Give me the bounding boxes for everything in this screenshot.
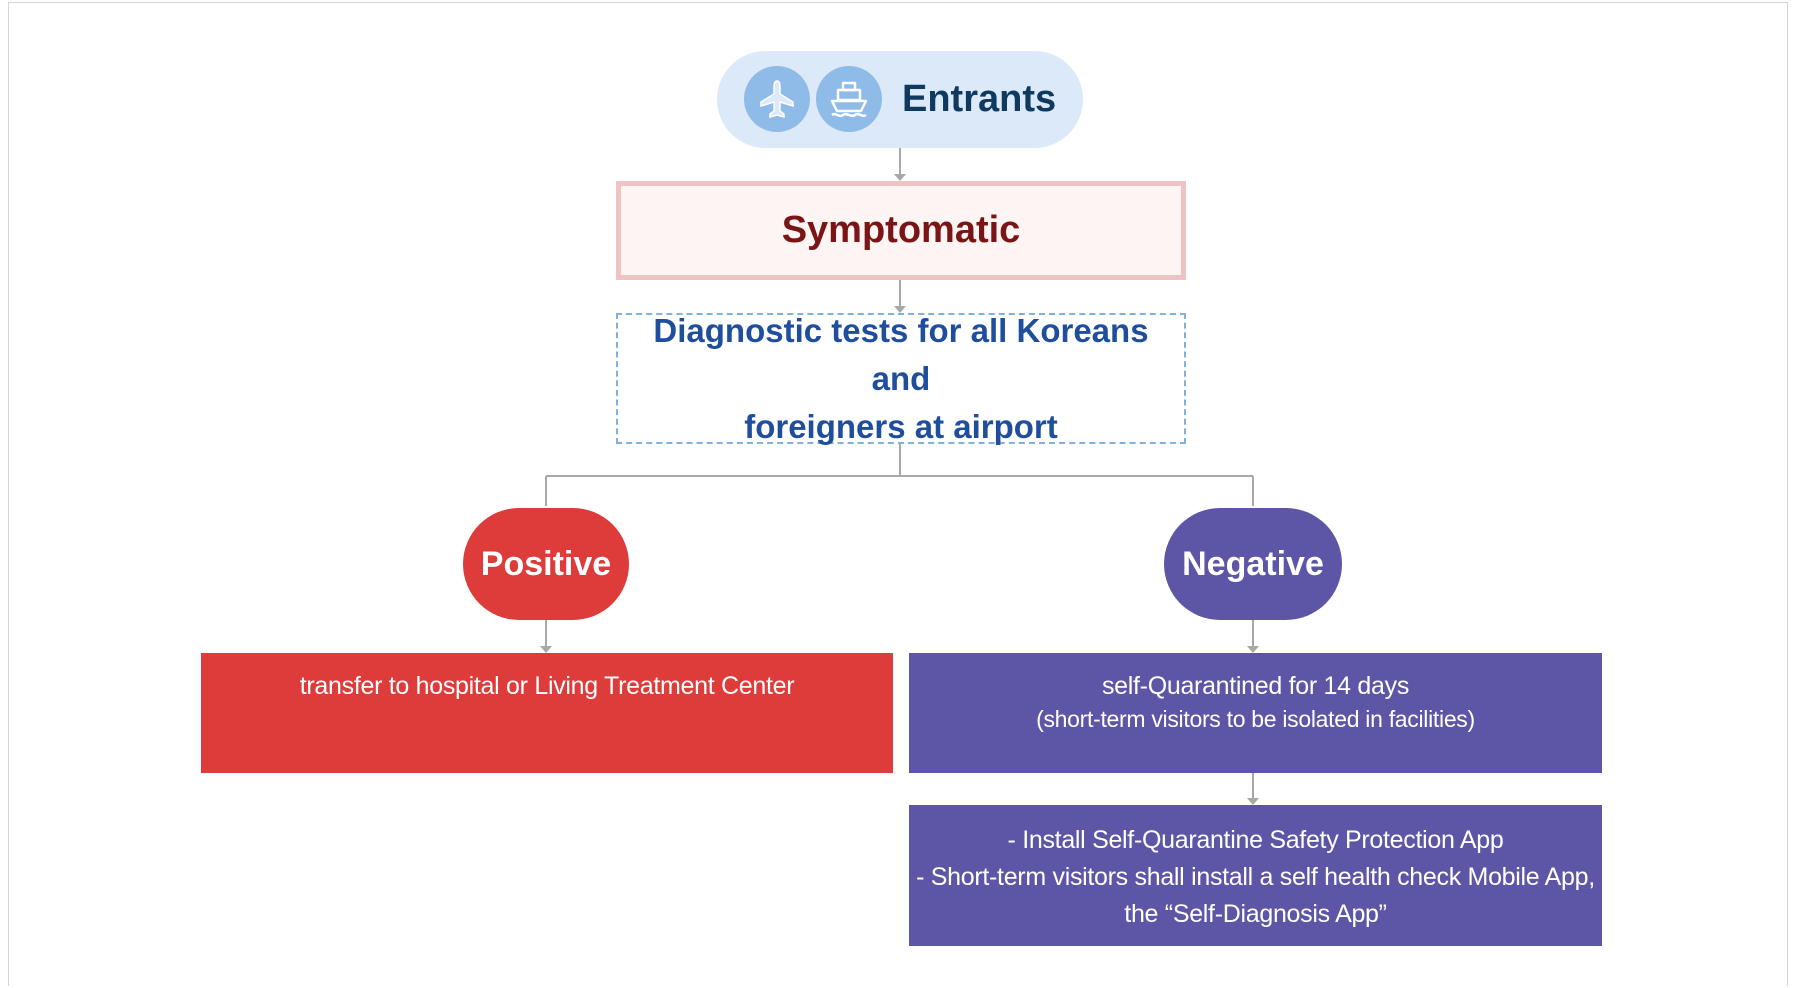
airplane-icon [744,66,810,132]
symptomatic-label: Symptomatic [781,209,1021,251]
arrowhead [894,174,906,181]
negative-label: Negative [1182,544,1324,583]
negative-action-line1: self-Quarantined for 14 days [1101,672,1410,700]
arrowhead [894,306,906,313]
ship-icon [816,66,882,132]
followup-line2: - Short-term visitors shall install a se… [916,863,1595,891]
diagnostic-label-line1: Diagnostic tests for all Koreans and [653,311,1149,397]
diagnostic-tests-node: Diagnostic tests for all Koreans and for… [616,312,1186,445]
negative-action-line2: (short-term visitors to be isolated in f… [1036,706,1475,732]
arrowhead [1247,798,1259,805]
followup-line1: - Install Self-Quarantine Safety Protect… [1007,826,1504,854]
positive-action-text: transfer to hospital or Living Treatment… [299,672,795,700]
negative-action-box: self-Quarantined for 14 days (short-term… [909,653,1602,773]
entrants-node: Entrants [717,51,1083,148]
negative-followup-box: - Install Self-Quarantine Safety Protect… [909,805,1602,946]
followup-line3: the “Self-Diagnosis App” [1124,900,1387,928]
diagnostic-label-line2: foreigners at airport [744,407,1058,445]
entrants-label: Entrants [902,78,1057,120]
symptomatic-node: Symptomatic [616,181,1186,280]
negative-node: Negative [1164,508,1342,620]
positive-action-box: transfer to hospital or Living Treatment… [201,653,893,773]
arrowhead [540,646,552,653]
positive-node: Positive [463,508,629,620]
arrowhead [1247,646,1259,653]
positive-label: Positive [480,544,612,583]
